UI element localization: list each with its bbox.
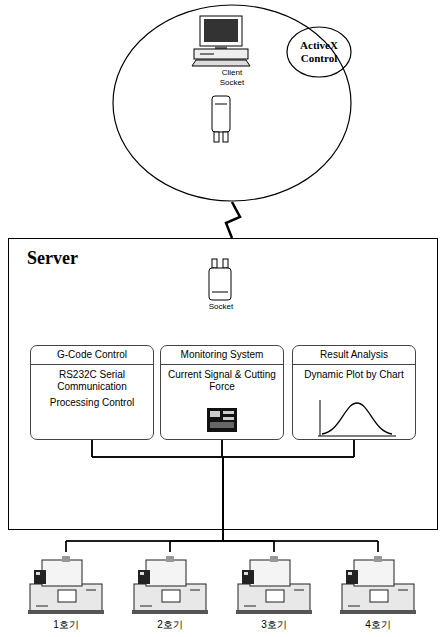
ellipse-outline [113,5,351,201]
machine-node: 3호기 [229,552,319,632]
module-heading: G-Code Control [31,346,153,365]
machine-node: 2호기 [125,552,215,632]
monitoring-device [207,408,237,432]
module-body: Dynamic Plot by Chart [293,365,415,381]
machine-label: 1호기 [21,619,111,631]
module-panel: Monitoring SystemCurrent Signal & Cuttin… [160,345,284,440]
bus-connector [223,440,378,552]
machine-tools [28,556,416,614]
module-body: RS232C Serial Communication [31,365,153,393]
chart-curve [318,400,396,436]
client-ellipse-outline [112,4,352,202]
server-socket-device [209,259,231,300]
activex-label: ActiveX Control [288,39,350,65]
socket-label: Socket [201,302,241,312]
module-body: Processing Control [31,393,153,409]
client-computer [192,16,250,66]
server-box: ServerG-Code ControlRS232C Serial Commun… [8,238,438,530]
module-body: Current Signal & Cutting Force [161,365,283,393]
ellipse-outline [287,27,351,77]
machine-node: 4호기 [333,552,423,632]
server-title: Server [27,247,78,269]
machine-node: 1호기 [21,552,111,632]
machine-label: 3호기 [229,619,319,631]
activex-oval: ActiveX Control [286,26,352,78]
machine-label: 2호기 [125,619,215,631]
client-modem [212,96,230,142]
bus-connector [66,440,223,552]
bus-connector [92,440,378,552]
bus-connector [170,440,223,552]
client-circle: Client Socket ActiveX Control [112,4,352,202]
module-panel: G-Code ControlRS232C Serial Communicatio… [30,345,154,440]
module-heading: Monitoring System [161,346,283,365]
wireless-link [226,202,240,238]
client-label: Client Socket [209,68,255,88]
module-heading: Result Analysis [293,346,415,365]
module-panel: Result AnalysisDynamic Plot by Chart [292,345,416,440]
machine-label: 4호기 [333,619,423,631]
bus-connector [222,440,378,552]
